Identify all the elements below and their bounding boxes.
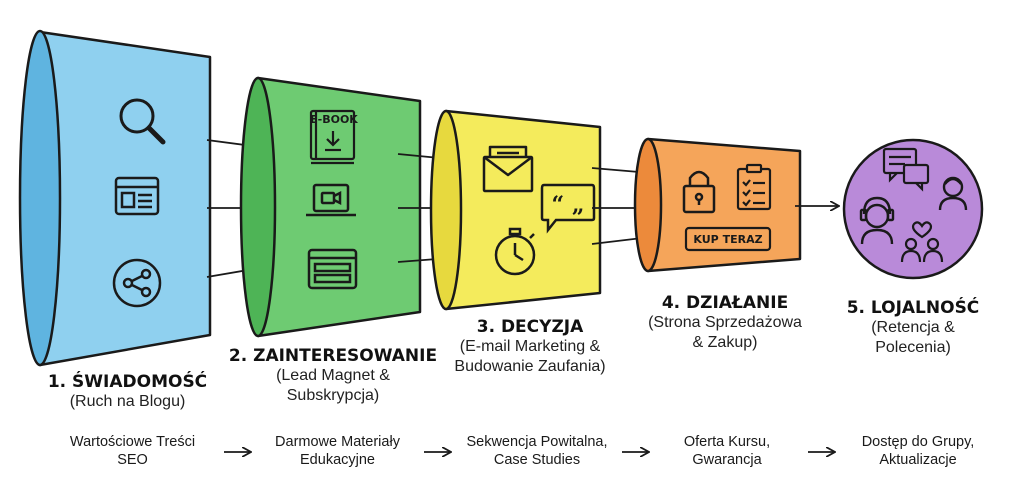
person-avatar-icon [938, 176, 968, 211]
form-icon [307, 248, 358, 290]
magnifier-icon [119, 98, 166, 145]
stage-2-title: 2. ZAINTERESOWANIE [228, 346, 438, 366]
stage-2-footer-line-2: Edukacyjne [300, 452, 375, 469]
stage-4-funnel [633, 137, 802, 273]
stage-5-subtitle-line-2: Polecenia) [875, 338, 951, 356]
stage-5-label: 5. LOJALNOŚĆ (Retencja & Polecenia) [838, 298, 988, 357]
stage-3-subtitle-line-2: Budowanie Zaufania) [454, 357, 606, 375]
ebook-label: E-BOOK [310, 113, 358, 126]
stage-4-footer-line-2: Gwarancja [692, 452, 762, 469]
buy-now-button[interactable]: KUP TERAZ [684, 226, 772, 252]
stage-2-funnel [239, 76, 422, 338]
stage-2-label: 2. ZAINTERESOWANIE (Lead Magnet & Subskr… [228, 346, 438, 405]
testimonial-bubble-icon [540, 183, 596, 234]
lock-icon [682, 170, 716, 214]
stage-1-label: 1. ŚWIADOMOŚĆ (Ruch na Blogu) [40, 372, 215, 412]
stage-3-title: 3. DECYZJA [476, 317, 584, 337]
stage-1-footer: Wartościowe Treści SEO [50, 433, 215, 469]
stage-4-footer: Oferta Kursu, Gwarancja [652, 433, 802, 469]
share-icon [112, 258, 162, 308]
stage-2-subtitle-line-1: (Lead Magnet & [276, 367, 390, 385]
stage-5-subtitle-line-1: (Retencja & [871, 319, 955, 337]
stage-1-title: 1. ŚWIADOMOŚĆ [47, 372, 208, 392]
webpage-icon [114, 176, 160, 216]
ebook-icon [309, 109, 356, 165]
buy-now-label: KUP TERAZ [693, 233, 762, 246]
stage-3-subtitle-line-1: (E-mail Marketing & [459, 338, 601, 356]
stage-5-circle [842, 138, 984, 280]
quote-glyph: “ „ [552, 192, 585, 218]
envelope-icon [482, 145, 534, 193]
stage-2-footer-line-1: Darmowe Materiały [275, 434, 400, 450]
stage-1-footer-line-1: Wartościowe Treści [69, 434, 196, 450]
stopwatch-icon [494, 227, 536, 276]
community-heart-icon [900, 221, 944, 263]
stage-1-subtitle: (Ruch na Blogu) [69, 393, 186, 411]
stage-4-footer-line-1: Oferta Kursu, [683, 434, 771, 450]
chat-bubbles-icon [882, 147, 930, 192]
stage-3-label: 3. DECYZJA (E-mail Marketing & Budowanie… [440, 317, 620, 376]
video-laptop-icon [306, 183, 356, 217]
stage-5-footer: Dostęp do Grupy, Aktualizacje [838, 433, 998, 469]
stage-2-subtitle-line-2: Subskrypcja) [286, 386, 380, 404]
stage-4-subtitle-line-1: (Strona Sprzedażowa [648, 314, 802, 332]
stage-3-footer-line-1: Sekwencja Powitalna, [466, 434, 608, 450]
stage-4-subtitle-line-2: & Zakup) [692, 333, 758, 351]
checklist-icon [736, 163, 772, 211]
stage-2-footer: Darmowe Materiały Edukacyjne [255, 433, 420, 469]
stage-5-footer-line-1: Dostęp do Grupy, [861, 434, 975, 450]
stage-3-footer-line-2: Case Studies [493, 452, 581, 469]
stage-3-footer: Sekwencja Powitalna, Case Studies [452, 433, 622, 469]
stage-4-label: 4. DZIAŁANIE (Strona Sprzedażowa & Zakup… [640, 293, 810, 352]
stage-5-title: 5. LOJALNOŚĆ [846, 298, 980, 318]
stage-4-title: 4. DZIAŁANIE [661, 293, 789, 313]
headset-support-icon [859, 196, 895, 245]
stage-1-funnel [18, 29, 212, 367]
stage-5-footer-line-2: Aktualizacje [879, 452, 957, 469]
stage-1-footer-line-2: SEO [117, 452, 148, 469]
